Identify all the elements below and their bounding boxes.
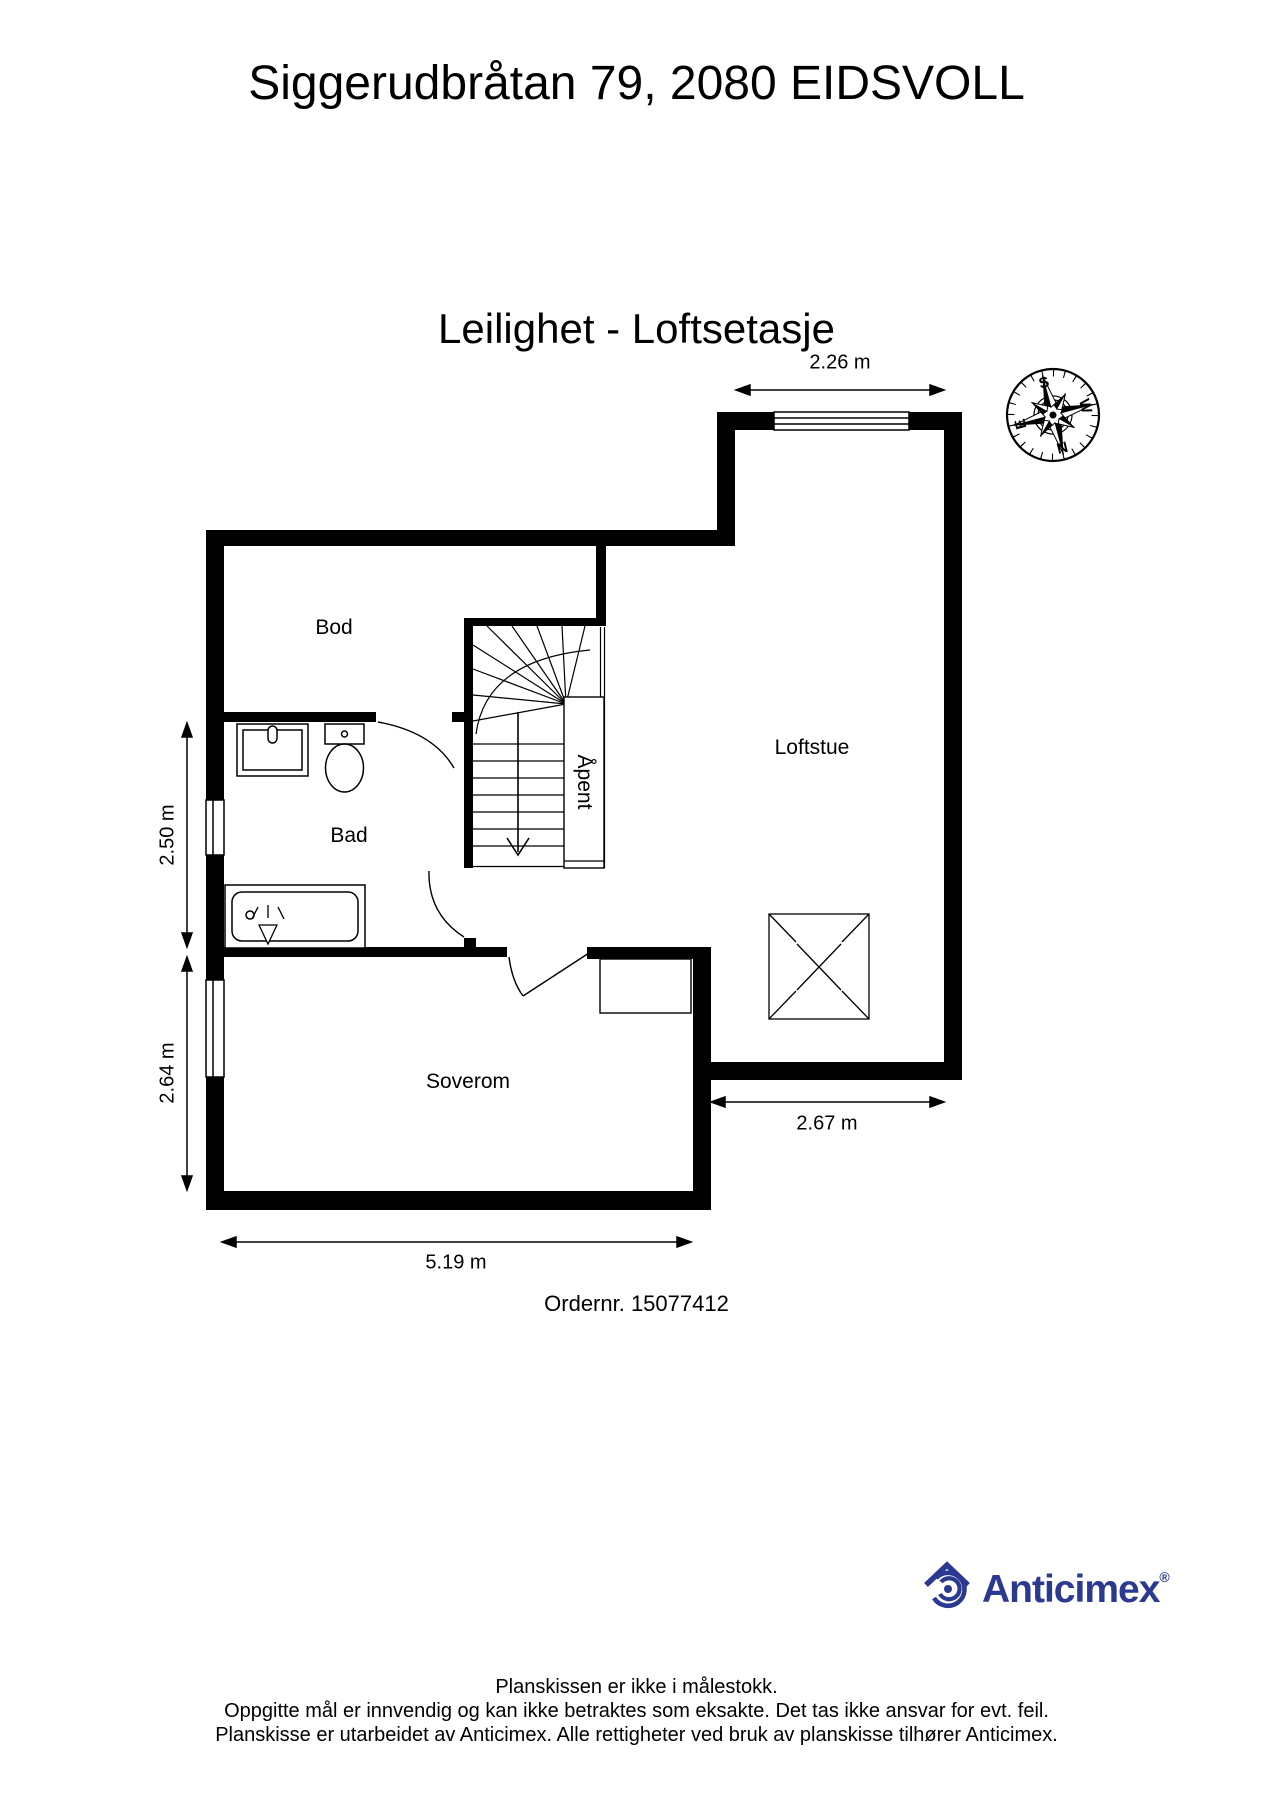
compass-rose-icon (1005, 367, 1101, 463)
dim-arrow-loftstue-bottom (708, 1095, 947, 1109)
door-landing-arc (428, 870, 465, 938)
room-label-loftstue: Loftstue (774, 736, 850, 759)
compass-short-points (1031, 393, 1075, 437)
dim-label-loftstue-bottom: 2.67 m (796, 1112, 858, 1135)
plan-subtitle: Leilighet - Loftsetasje (438, 305, 835, 352)
dim-label-bad-left: 2.50 m (156, 804, 179, 866)
wardrobe-icon (599, 958, 692, 1014)
brand-name: Anticimex (982, 1568, 1160, 1611)
exterior-walls (206, 412, 962, 1210)
anticimex-logo-icon (924, 1561, 970, 1609)
window-soverom (205, 979, 225, 1078)
footer-line-3: Planskisse er utarbeidet av Anticimex. A… (215, 1724, 1058, 1746)
dim-arrow-bad-left (180, 720, 194, 950)
open-shaft (563, 696, 605, 869)
interior-walls (224, 546, 702, 959)
room-label-apent: Åpent (573, 754, 596, 810)
dimension-arrows (180, 383, 947, 1249)
window-bad (205, 799, 225, 856)
dim-arrow-soverom-left (180, 954, 194, 1193)
room-label-soverom: Soverom (425, 1070, 511, 1093)
compass-long-points (1013, 375, 1093, 455)
sink-icon (236, 723, 309, 777)
dim-label-top: 2.26 m (809, 351, 871, 374)
dim-label-soverom-left: 2.64 m (156, 1042, 179, 1104)
dim-label-bottom: 5.19 m (425, 1251, 487, 1274)
door-soverom (508, 952, 590, 997)
footer-line-2: Oppgitte mål er innvendig og kan ikke be… (224, 1700, 1049, 1722)
toilet-icon (324, 723, 365, 793)
dim-arrow-top (733, 383, 947, 397)
order-number: Ordernr. 15077412 (544, 1291, 729, 1316)
footer-disclaimer: Planskissen er ikke i målestokk. Oppgitt… (0, 1675, 1273, 1747)
dim-arrow-bottom (219, 1235, 694, 1249)
doors (377, 721, 590, 997)
windows (205, 411, 910, 1078)
door-bad-arc (377, 721, 455, 769)
registered-mark: ® (1159, 1568, 1170, 1585)
window-top (773, 411, 910, 431)
room-label-bod: Bod (315, 616, 353, 639)
anticimex-wordmark: Anticimex® (982, 1568, 1170, 1612)
page-title: Siggerudbråtan 79, 2080 EIDSVOLL (248, 57, 1025, 110)
chimney-icon (768, 913, 870, 1020)
stair-arrow-icon (506, 712, 530, 857)
bathtub-icon (224, 884, 366, 949)
footer-line-1: Planskissen er ikke i målestokk. (495, 1676, 778, 1698)
staircase (472, 625, 606, 869)
room-label-bad: Bad (330, 824, 368, 847)
fixtures (224, 723, 870, 1020)
